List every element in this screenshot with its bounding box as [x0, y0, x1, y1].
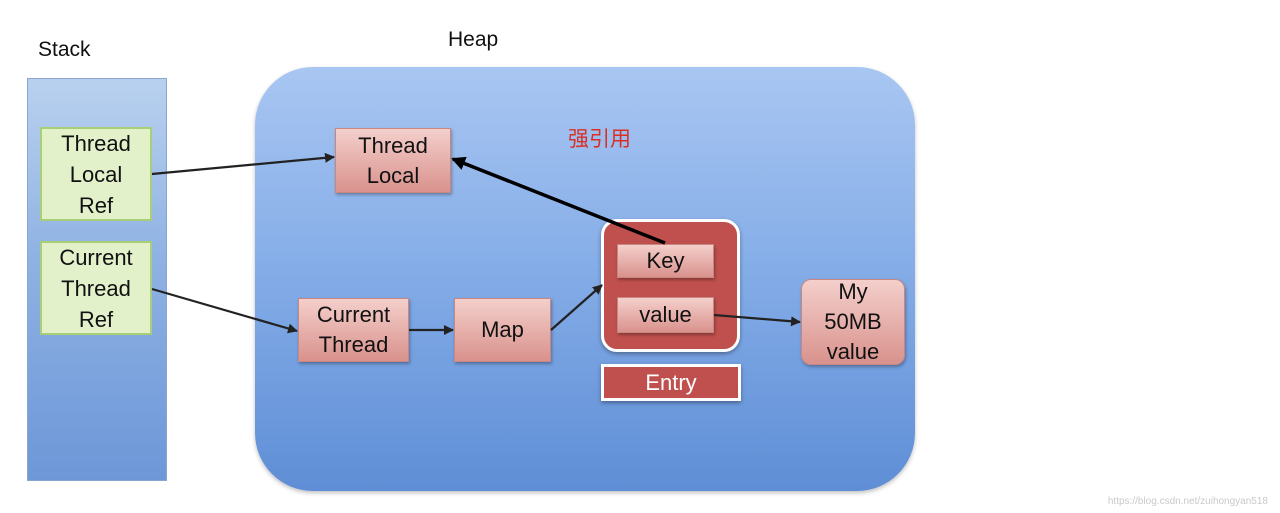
- thread-local-box: Thread Local: [335, 128, 451, 193]
- arrow-value-to-my-value: [713, 313, 801, 327]
- my-50mb-value-box: My 50MB value: [801, 279, 905, 365]
- heap-label: Heap: [448, 28, 499, 51]
- arrow-key-to-threadlocal: [451, 156, 666, 245]
- watermark: https://blog.csdn.net/zuihongyan518: [1107, 496, 1268, 507]
- strong-reference-annotation: 强引用: [568, 128, 631, 151]
- thread-local-ref-box: Thread Local Ref: [40, 127, 152, 221]
- entry-label: Entry: [601, 364, 741, 401]
- stack-label: Stack: [38, 38, 91, 61]
- current-thread-ref-box: Current Thread Ref: [40, 241, 152, 335]
- arrow-map-to-entry: [550, 284, 603, 331]
- arrow-ref-to-threadlocal: [151, 152, 335, 176]
- value-box: value: [617, 297, 714, 333]
- key-box: Key: [617, 244, 714, 278]
- current-thread-box: Current Thread: [298, 298, 409, 362]
- arrow-ref-to-currentthread: [151, 287, 298, 334]
- map-box: Map: [454, 298, 551, 362]
